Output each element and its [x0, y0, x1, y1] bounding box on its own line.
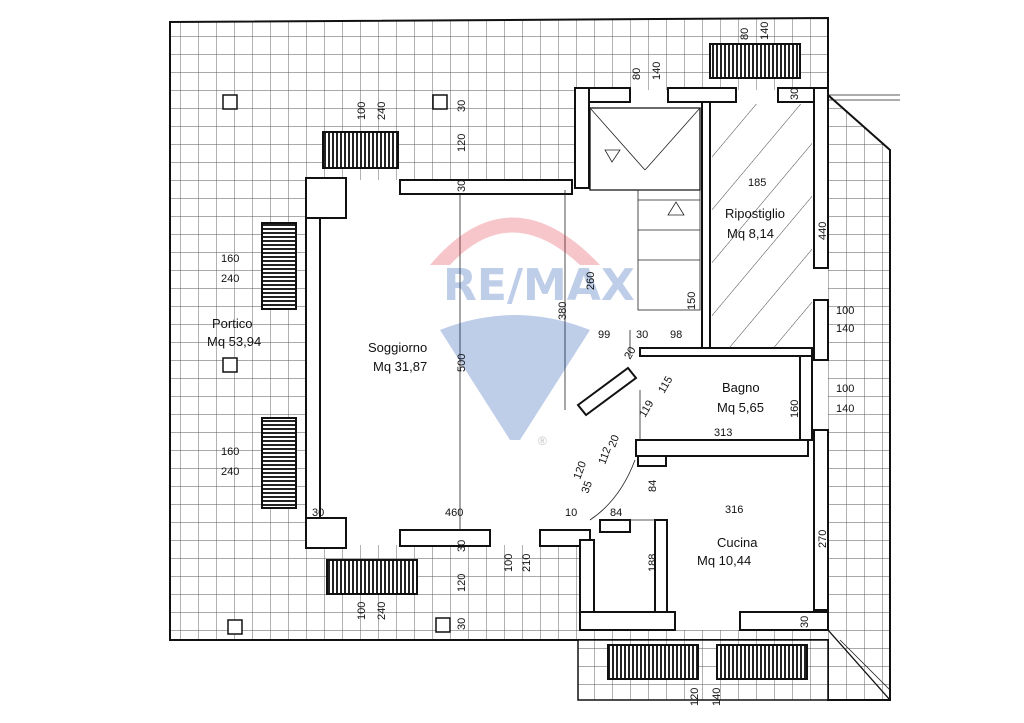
dim-100d: 100 — [503, 554, 515, 572]
dim-10: 10 — [565, 507, 577, 519]
dim-160b: 160 — [221, 446, 239, 458]
dim-188: 188 — [647, 554, 659, 572]
dim-120a: 120 — [456, 134, 468, 152]
cucina-area: Mq 10,44 — [697, 553, 751, 568]
dim-240b: 240 — [221, 273, 239, 285]
dim-240c: 240 — [221, 466, 239, 478]
dim-240d: 240 — [376, 602, 388, 620]
dim-30c: 30 — [789, 88, 801, 100]
dim-100b: 100 — [836, 305, 854, 317]
dim-240a: 240 — [376, 102, 388, 120]
dim-140c: 140 — [836, 323, 854, 335]
dim-160a: 160 — [221, 253, 239, 265]
dim-270: 270 — [817, 530, 829, 548]
building — [310, 90, 828, 630]
remax-watermark: RE/MAX ® — [430, 217, 635, 448]
dim-160c: 160 — [789, 400, 801, 418]
dim-500: 500 — [456, 354, 468, 372]
dim-84a: 84 — [647, 480, 659, 492]
dim-140d: 140 — [836, 403, 854, 415]
dim-440: 440 — [817, 222, 829, 240]
dim-30d: 30 — [636, 329, 648, 341]
pillars — [222, 94, 451, 635]
dim-185: 185 — [748, 177, 766, 189]
dim-30a: 30 — [456, 100, 468, 112]
dim-140b: 140 — [651, 62, 663, 80]
dim-30h: 30 — [799, 616, 811, 628]
dim-460: 460 — [445, 507, 463, 519]
dim-20a: 20 — [622, 345, 639, 362]
dim-316: 316 — [725, 504, 743, 516]
dim-30f: 30 — [456, 540, 468, 552]
dim-84b: 84 — [610, 507, 622, 519]
dim-112: 112 — [597, 445, 614, 466]
dim-380: 380 — [557, 302, 569, 320]
dim-120d: 120 — [689, 688, 701, 706]
dim-140a: 140 — [759, 22, 771, 40]
cucina-name: Cucina — [717, 535, 758, 550]
dim-100c: 100 — [836, 383, 854, 395]
dimension-labels: 185 160 240 160 240 99 30 98 100 140 100… — [221, 177, 854, 519]
room-labels: Portico Mq 53,94 Soggiorno Mq 31,87 Ripo… — [207, 206, 785, 568]
watermark-registered: ® — [538, 434, 547, 448]
dim-80b: 80 — [631, 68, 643, 80]
walls — [305, 87, 829, 631]
dim-35: 35 — [580, 479, 595, 495]
dim-30g: 30 — [456, 618, 468, 630]
dim-80a: 80 — [739, 28, 751, 40]
dim-20b: 20 — [607, 433, 622, 449]
dim-150: 150 — [686, 292, 698, 310]
soggiorno-area: Mq 31,87 — [373, 359, 427, 374]
ripostiglio-name: Ripostiglio — [725, 206, 785, 221]
watermark-text: RE/MAX — [443, 260, 635, 311]
bagno-name: Bagno — [722, 380, 760, 395]
portico-area: Mq 53,94 — [207, 334, 261, 349]
dim-210: 210 — [521, 554, 533, 572]
portico-name: Portico — [212, 316, 252, 331]
ripostiglio-area: Mq 8,14 — [727, 226, 774, 241]
dim-140e: 140 — [711, 688, 723, 706]
dim-98: 98 — [670, 329, 682, 341]
stair-and-storage — [589, 104, 812, 348]
dimension-labels-rotated: 80 140 80 140 100 240 30 120 30 30 440 2… — [356, 22, 829, 706]
bagno-area: Mq 5,65 — [717, 400, 764, 415]
dim-99: 99 — [598, 329, 610, 341]
dim-260: 260 — [585, 272, 597, 290]
dim-100e: 100 — [356, 602, 368, 620]
dim-30e: 30 — [312, 507, 324, 519]
dim-100a: 100 — [356, 102, 368, 120]
dim-120c: 120 — [456, 574, 468, 592]
dim-120b: 120 — [572, 460, 590, 481]
doors — [459, 190, 655, 530]
window-shutters — [261, 43, 808, 680]
dim-313: 313 — [714, 427, 732, 439]
soggiorno-name: Soggiorno — [368, 340, 427, 355]
dim-30b: 30 — [456, 180, 468, 192]
